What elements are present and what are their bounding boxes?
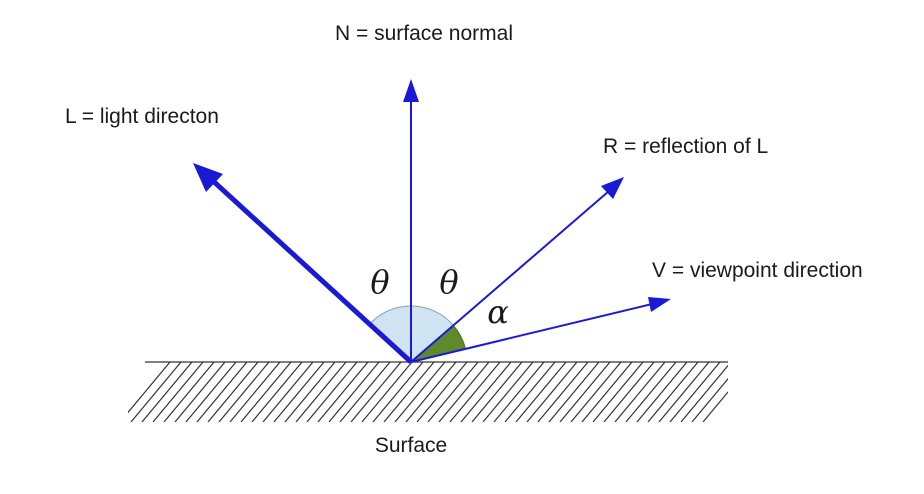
surface-hatching (128, 362, 728, 422)
normal-label: N = surface normal (335, 22, 513, 45)
theta-right-label: θ (439, 263, 458, 301)
reflection-vector (410, 177, 624, 363)
light-vector (193, 163, 413, 364)
reflection-label: R = reflection of L (603, 135, 768, 158)
viewpoint-label: V = viewpoint direction (652, 259, 863, 282)
normal-vector (403, 79, 419, 362)
light-label: L = light directon (65, 105, 219, 128)
surface-label: Surface (375, 434, 447, 457)
viewpoint-vector (410, 297, 671, 363)
theta-left-label: θ (370, 263, 389, 301)
alpha-label: α (487, 293, 509, 331)
